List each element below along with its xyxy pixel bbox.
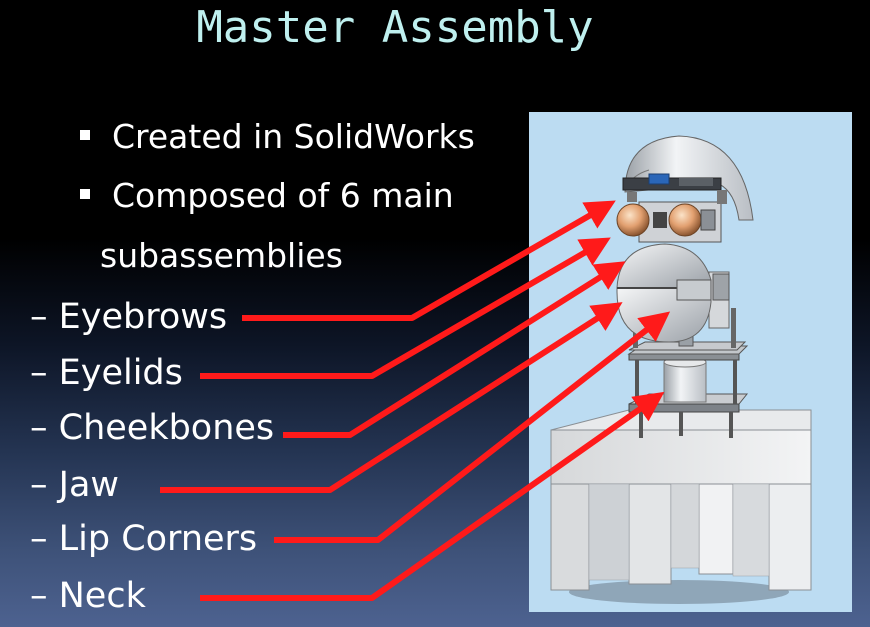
slide-title: Master Assembly: [196, 2, 594, 53]
arrow-cheekbones: [283, 261, 626, 438]
head-dome: [622, 135, 754, 221]
arrow-jaw: [160, 302, 623, 493]
subassembly-neck: – Neck: [30, 576, 146, 616]
bullet-text: Created in SolidWorks: [112, 117, 475, 156]
robot-head-render: [529, 112, 852, 612]
bullet-text: Composed of 6 main: [112, 176, 454, 215]
floor-shadow: [569, 580, 789, 604]
bullet-square-icon: [80, 188, 90, 199]
subassembly-lip-corners: – Lip Corners: [30, 519, 258, 559]
subassembly-cheekbones: – Cheekbones: [30, 408, 275, 448]
subassembly-eyelids: – Eyelids: [30, 353, 183, 393]
arrow-eyebrows: [242, 200, 616, 321]
arrow-neck: [200, 391, 665, 601]
jaw-shell: [616, 243, 730, 343]
robot-assembly-image: [550, 135, 812, 604]
bullet-composed: Composed of 6 main: [80, 176, 454, 216]
bullet-square-icon: [80, 129, 90, 140]
subassembly-jaw: – Jaw: [30, 465, 120, 505]
bullet-continuation: subassemblies: [100, 236, 343, 275]
arrow-eyelids: [200, 237, 611, 379]
subassembly-eyebrows: – Eyebrows: [30, 297, 228, 337]
bullet-created-in-solidworks: Created in SolidWorks: [80, 117, 475, 157]
arrow-lip-corners: [274, 311, 671, 543]
eyes: [616, 201, 722, 243]
